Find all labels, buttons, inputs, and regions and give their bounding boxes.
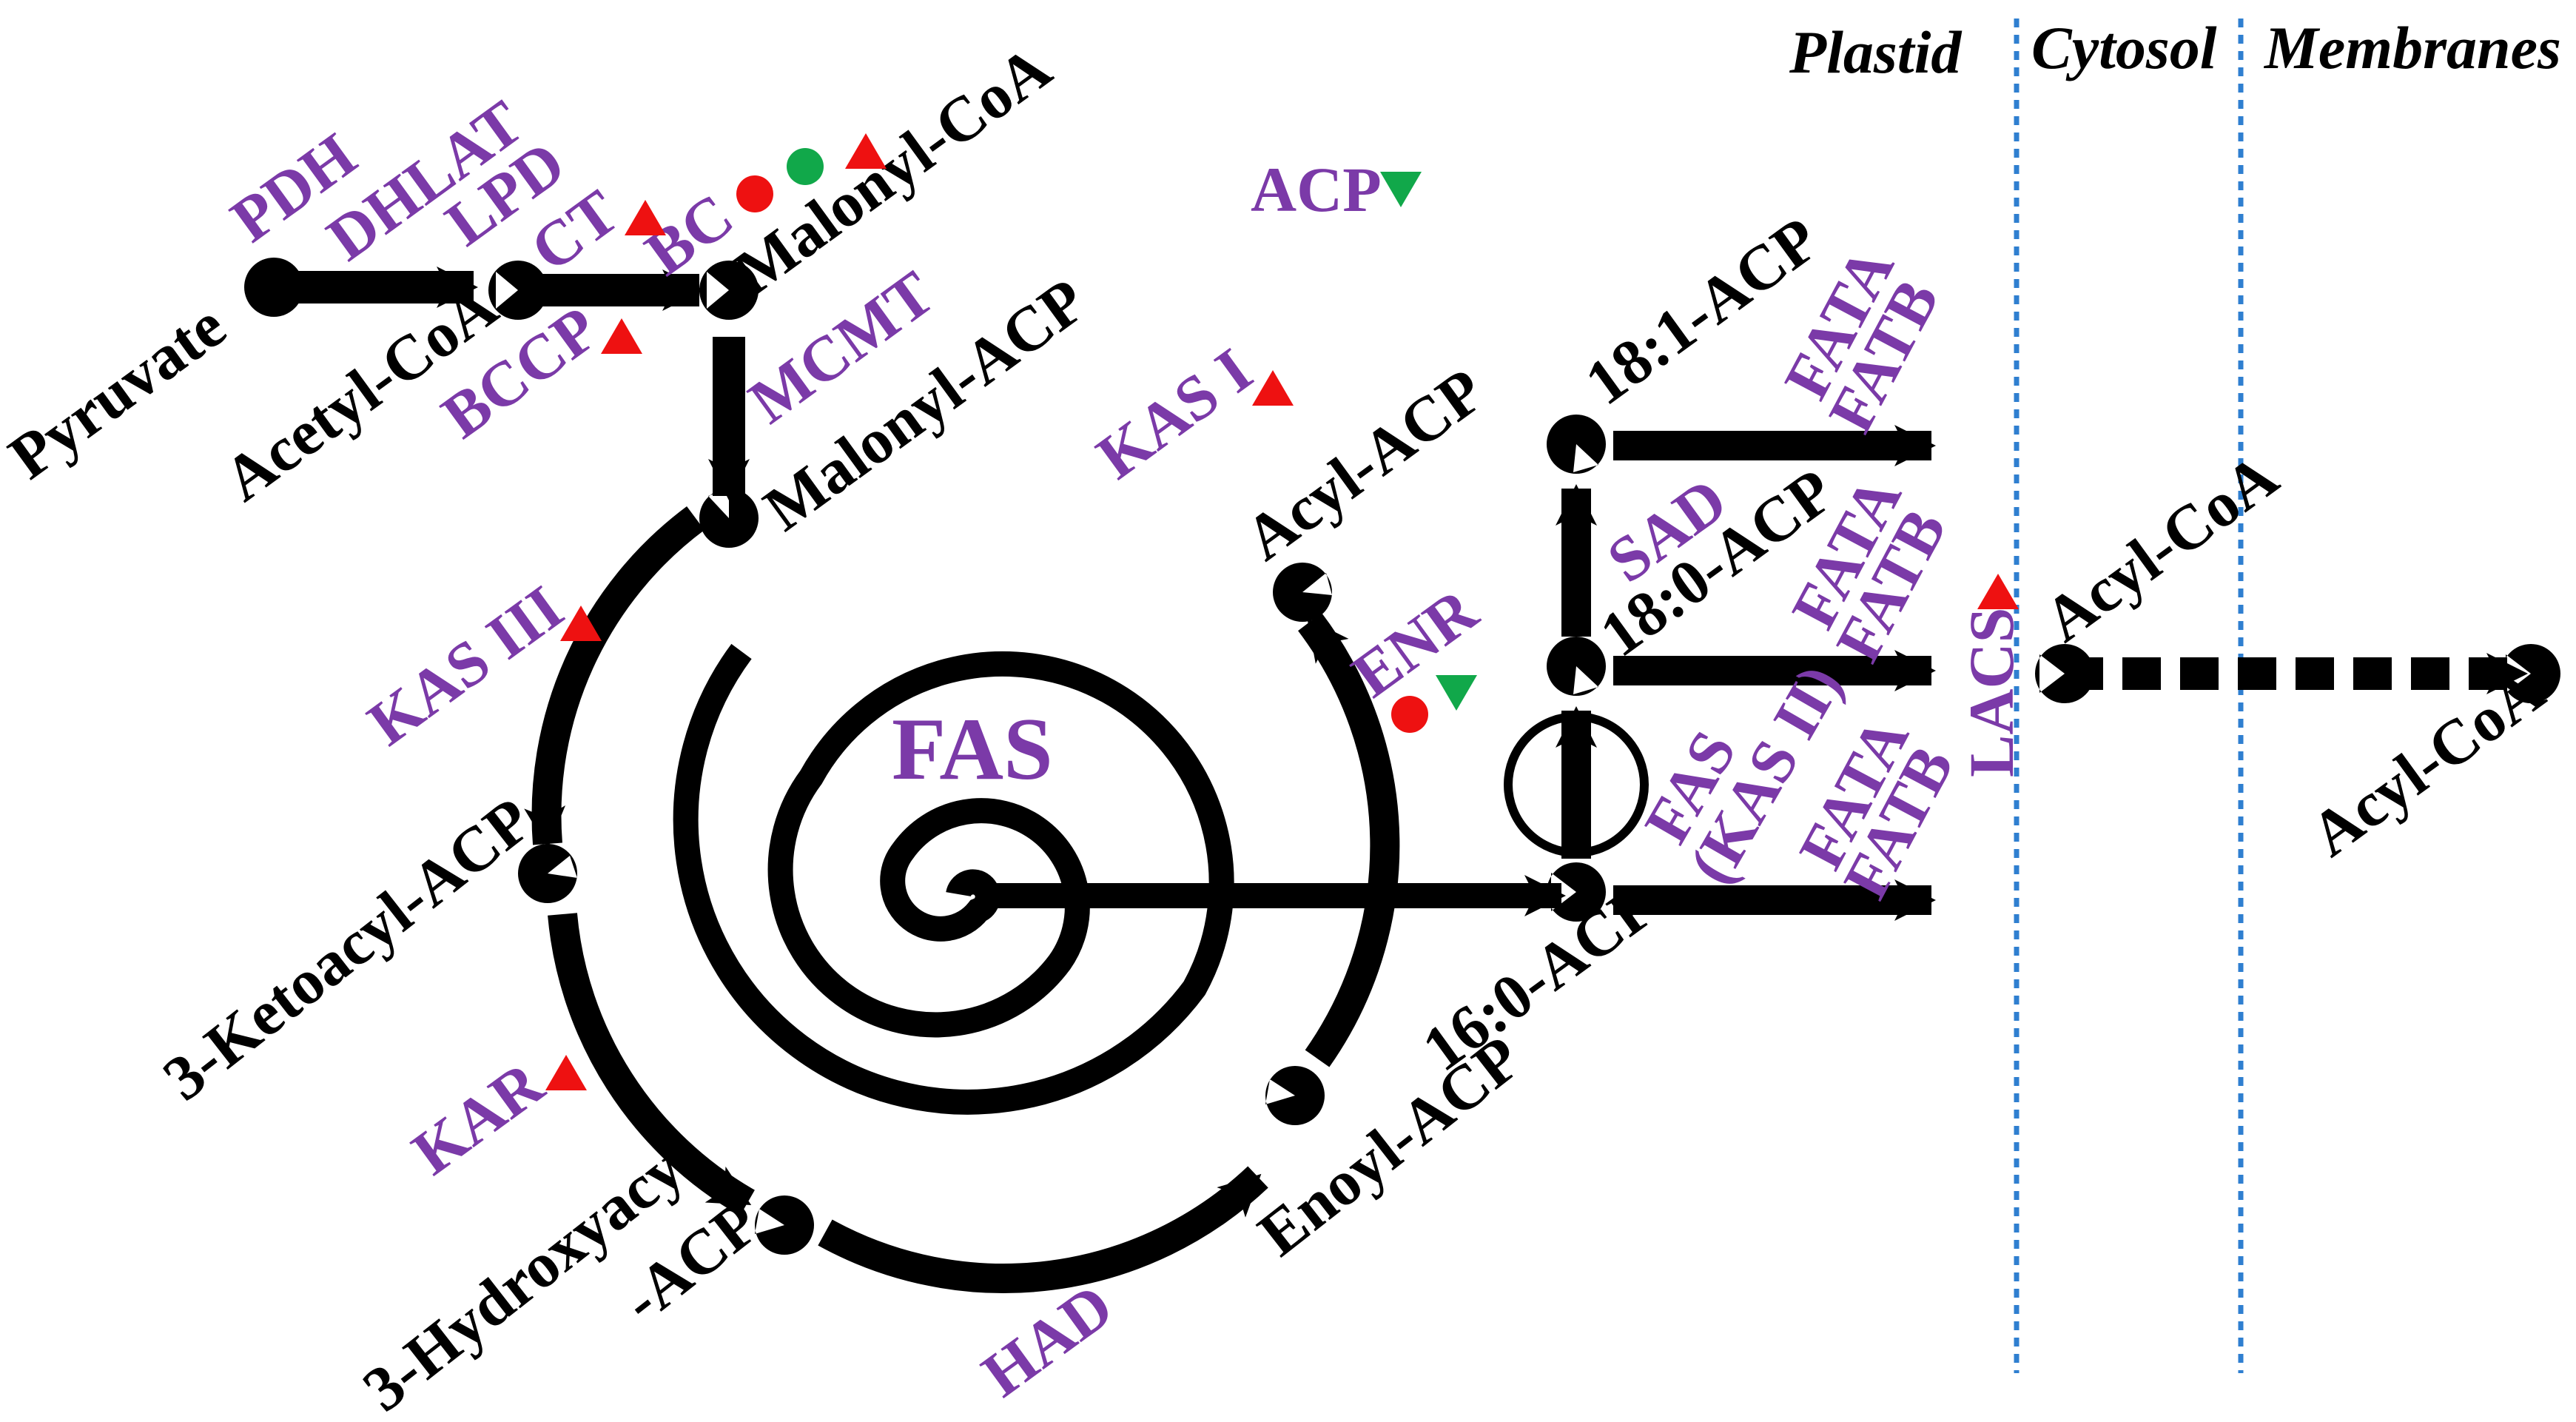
- down-triangle-icon-acp: [1380, 172, 1422, 207]
- elongation-circle: [1504, 712, 1649, 857]
- fas-spiral: [673, 643, 1234, 1115]
- label-pyruvate: Pyruvate: [0, 289, 238, 492]
- down-triangle-icon-enr: [1436, 675, 1477, 711]
- elongation-lines: [1556, 425, 1936, 921]
- red-dot-icon-enr: [1391, 696, 1428, 733]
- enzyme-lacs: LACS: [1956, 608, 2027, 777]
- compartment-cytosol: Cytosol: [2031, 14, 2217, 81]
- enzyme-fas-center: FAS: [892, 700, 1053, 798]
- pathway-nodes: [244, 258, 2560, 1255]
- compartment-membranes: Membranes: [2263, 14, 2561, 81]
- red-dot-icon-bc: [736, 175, 773, 212]
- enzyme-kar: KAR: [400, 1047, 556, 1189]
- label-3-ketoacyl-acp: 3-Ketoacyl-ACP: [150, 784, 545, 1114]
- up-triangle-icon-kas1: [1252, 370, 1294, 406]
- up-triangle-icon-bc: [845, 133, 887, 169]
- label-acyl-coa-cytosol: Acyl-CoA: [2031, 440, 2290, 655]
- up-triangle-icon-ct: [625, 200, 666, 235]
- label-enoyl-acp: Enoyl-ACP: [1245, 1022, 1534, 1270]
- compartment-plastid: Plastid: [1789, 19, 1962, 86]
- up-triangle-icon-kar: [545, 1055, 587, 1090]
- up-triangle-icon-lacs: [1977, 574, 2019, 609]
- pathway-arrows-top: [274, 266, 750, 500]
- enzyme-kas1: KAS I: [1084, 334, 1265, 492]
- up-triangle-icon-kas3: [560, 606, 602, 641]
- up-triangle-icon-bccp: [601, 318, 642, 354]
- regulation-markers: [545, 133, 2019, 1090]
- fas-cycle-arcs: [524, 506, 1400, 1293]
- enzyme-acp: ACP: [1251, 154, 1382, 225]
- green-dot-icon-bc: [787, 148, 824, 185]
